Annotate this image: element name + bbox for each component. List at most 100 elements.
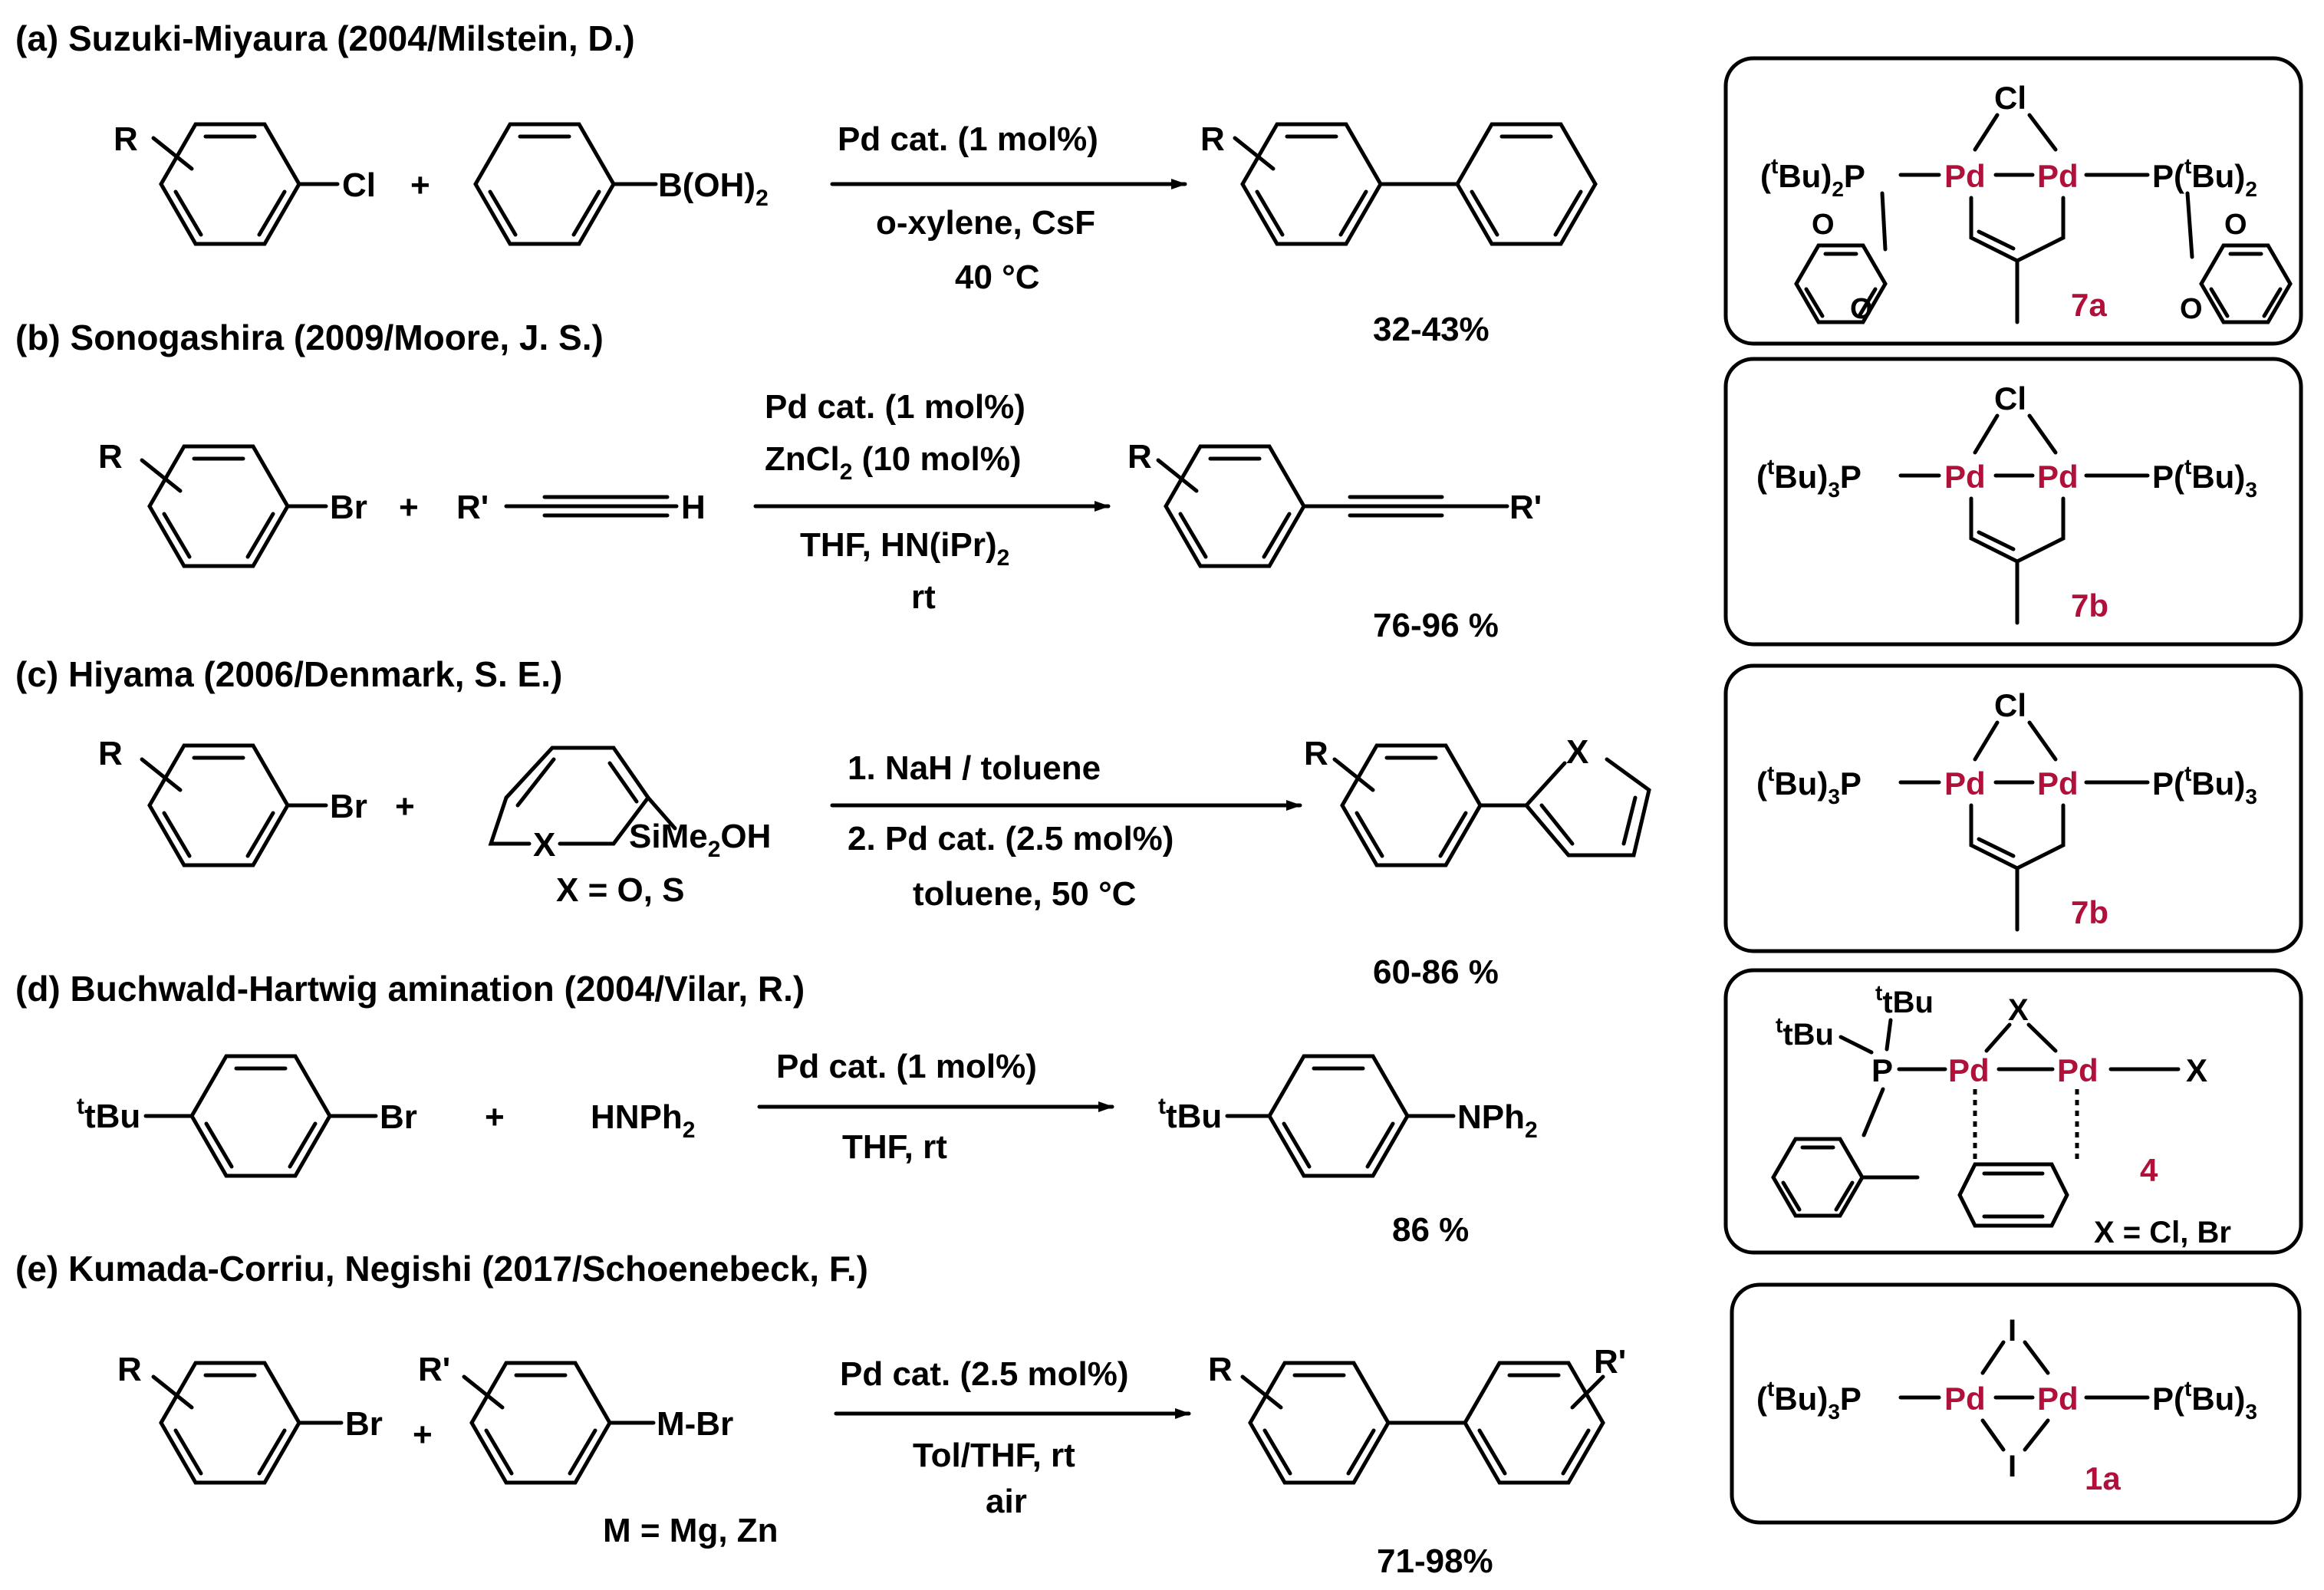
i1-1a: I bbox=[2008, 1314, 2016, 1348]
p2-1a: P(tBu)3 bbox=[2152, 1377, 2257, 1424]
ring-c1 bbox=[150, 746, 288, 865]
code-7a: 7a bbox=[2071, 287, 2107, 323]
rp-b2: R' bbox=[1509, 489, 1542, 526]
x-c1: X bbox=[533, 826, 555, 864]
r-c2: R bbox=[1304, 735, 1328, 772]
p1-7b1: (tBu)3P bbox=[1756, 455, 1862, 502]
cond-c3: toluene, 50 °C bbox=[913, 875, 1136, 913]
plus-a: + bbox=[410, 166, 430, 204]
heading-b: (b) Sonogashira (2009/Moore, J. S.) bbox=[15, 318, 604, 357]
cond-b1: Pd cat. (1 mol%) bbox=[765, 388, 1025, 426]
plus-c: + bbox=[395, 788, 415, 825]
panel-c: (c) Hiyama (2006/Denmark, S. E.) R Br + … bbox=[15, 654, 2303, 991]
r-a1: R bbox=[114, 120, 138, 158]
cond-a2: o-xylene, CsF bbox=[876, 204, 1095, 242]
yield-b: 76-96 % bbox=[1373, 607, 1499, 644]
pd1-7a: Pd bbox=[1944, 158, 1986, 194]
tbu1-4: ttBu bbox=[1875, 981, 1934, 1019]
p2-7b2: P(tBu)3 bbox=[2152, 762, 2257, 808]
panel-d: (d) Buchwald-Hartwig amination (2004/Vil… bbox=[15, 968, 2303, 1255]
ring-a2 bbox=[476, 124, 614, 244]
br-e: Br bbox=[345, 1405, 383, 1443]
cond-b3: THF, HN(iPr)2 bbox=[800, 526, 1009, 571]
p1-1a: (tBu)3P bbox=[1756, 1377, 1862, 1424]
o2-7a: O bbox=[1850, 293, 1873, 325]
boronic-acid: B(OH)2 bbox=[658, 166, 769, 211]
tbu2-4: ttBu bbox=[1776, 1013, 1834, 1052]
r-b1: R bbox=[98, 438, 123, 476]
mdef-e: M = Mg, Zn bbox=[603, 1512, 779, 1549]
mbr-e: M-Br bbox=[657, 1405, 733, 1443]
tbu-d2: ttBu bbox=[1158, 1094, 1222, 1135]
code-4: 4 bbox=[2140, 1152, 2158, 1188]
yield-d: 86 % bbox=[1392, 1211, 1469, 1249]
br-d: Br bbox=[380, 1098, 417, 1136]
p1-7a: (tBu)2P bbox=[1760, 154, 1865, 201]
heading-e: (e) Kumada-Corriu, Negishi (2017/Schoene… bbox=[15, 1249, 868, 1289]
br-b: Br bbox=[330, 489, 367, 526]
cl-7a: Cl bbox=[1994, 80, 2026, 116]
ring-b1 bbox=[150, 446, 288, 566]
r-e2: R bbox=[1208, 1351, 1233, 1388]
pd2-4: Pd bbox=[2057, 1052, 2099, 1088]
ring-a3 bbox=[1243, 124, 1381, 244]
plus-d: + bbox=[485, 1098, 505, 1136]
x2-4: X bbox=[2008, 993, 2029, 1027]
pd2-7b1: Pd bbox=[2037, 459, 2079, 495]
code-1a: 1a bbox=[2085, 1460, 2121, 1496]
pd1-7b2: Pd bbox=[1944, 765, 1986, 802]
heading-d: (d) Buchwald-Hartwig amination (2004/Vil… bbox=[15, 969, 805, 1009]
cond-e2: Tol/THF, rt bbox=[913, 1437, 1075, 1474]
x-c2: X bbox=[1566, 733, 1588, 771]
heading-c: (c) Hiyama (2006/Denmark, S. E.) bbox=[15, 654, 562, 694]
heading-a: (a) Suzuki-Miyaura (2004/Milstein, D.) bbox=[15, 18, 635, 58]
panel-a: (a) Suzuki-Miyaura (2004/Milstein, D.) R… bbox=[15, 18, 2303, 348]
cond-e3: air bbox=[986, 1483, 1027, 1520]
p-4: P bbox=[1871, 1052, 1893, 1088]
ring-a4 bbox=[1457, 124, 1595, 244]
cond-a1: Pd cat. (1 mol%) bbox=[838, 120, 1098, 158]
cl-7b1: Cl bbox=[1994, 380, 2026, 416]
h-b: H bbox=[681, 489, 706, 526]
yield-c: 60-86 % bbox=[1373, 953, 1499, 991]
cl-7b2: Cl bbox=[1994, 687, 2026, 723]
catalyst-7b-2: Cl (tBu)3P Pd Pd P(tBu)3 7b bbox=[1723, 663, 2303, 953]
pd1-7b1: Pd bbox=[1944, 459, 1986, 495]
cond-e1: Pd cat. (2.5 mol%) bbox=[840, 1355, 1129, 1393]
plus-e: + bbox=[413, 1416, 433, 1453]
ring-e1 bbox=[161, 1363, 299, 1483]
pd1-4: Pd bbox=[1948, 1052, 1990, 1088]
r-b2: R bbox=[1127, 438, 1152, 476]
nph2-d: NPh2 bbox=[1457, 1098, 1538, 1143]
rp-e1: R' bbox=[418, 1351, 450, 1388]
ring-e2 bbox=[472, 1363, 610, 1483]
ring-e4 bbox=[1465, 1363, 1603, 1483]
cond-c1: 1. NaH / toluene bbox=[848, 749, 1101, 787]
cond-b2: ZnCl2 (10 mol%) bbox=[765, 440, 1022, 485]
catalyst-7b-1: Cl (tBu)3P Pd Pd P(tBu)3 7b bbox=[1723, 357, 2303, 647]
cond-b4: rt bbox=[911, 578, 936, 616]
pd2-7b2: Pd bbox=[2037, 765, 2079, 802]
o1-7a: O bbox=[1812, 209, 1835, 241]
cond-d2: THF, rt bbox=[842, 1128, 947, 1166]
br-c: Br bbox=[330, 788, 367, 825]
tbu-d1: ttBu bbox=[77, 1094, 140, 1135]
cl-a: Cl bbox=[342, 166, 376, 204]
xdef-c: X = O, S bbox=[556, 871, 685, 909]
plus-b: + bbox=[399, 489, 419, 526]
yield-e: 71-98% bbox=[1377, 1542, 1493, 1580]
xdef-4: X = Cl, Br bbox=[2094, 1216, 2231, 1249]
p2-7a: P(tBu)2 bbox=[2152, 154, 2257, 201]
pd2-1a: Pd bbox=[2037, 1381, 2079, 1417]
ring-d2 bbox=[1269, 1056, 1407, 1176]
panel-b: (b) Sonogashira (2009/Moore, J. S.) R Br… bbox=[15, 318, 2303, 647]
ring-c2 bbox=[1342, 746, 1480, 865]
amine-d: HNPh2 bbox=[591, 1098, 695, 1143]
o4-7a: O bbox=[2180, 293, 2203, 325]
ring-a1 bbox=[161, 124, 299, 244]
cond-a3: 40 °C bbox=[955, 258, 1040, 296]
code-7b2: 7b bbox=[2071, 894, 2108, 930]
silanol: SiMe2OH bbox=[629, 818, 771, 862]
r-c1: R bbox=[98, 735, 123, 772]
